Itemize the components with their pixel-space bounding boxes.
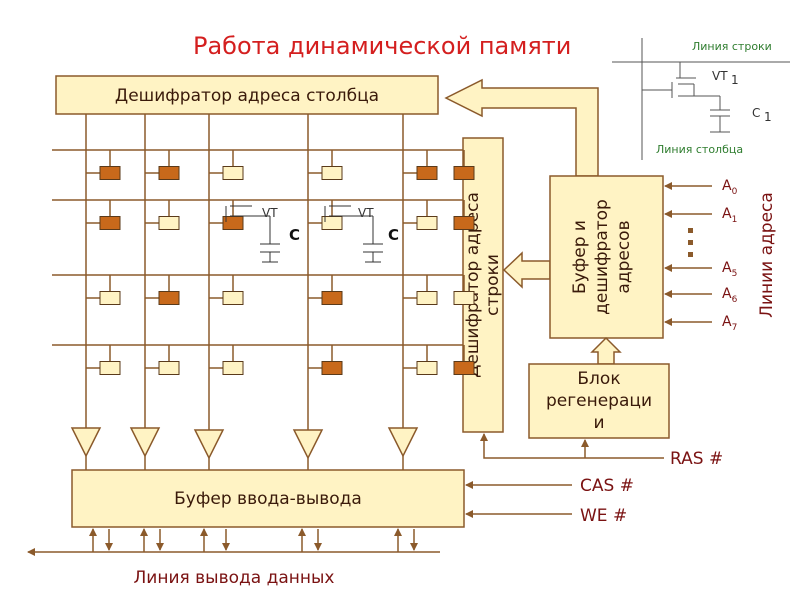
memory-cell-charged [99, 216, 121, 230]
sense-amp-to-io-lines [85, 456, 404, 470]
inset-capacitor-label: C [752, 106, 760, 120]
memory-cell-charged [453, 166, 475, 180]
memory-cell-charged [158, 291, 180, 305]
regeneration-label-line2: регенераци [546, 391, 652, 411]
column-lines [85, 114, 404, 430]
arrow-to-row-decoder [502, 251, 551, 289]
memory-cell-empty [99, 361, 121, 375]
address-lines-title: Линии адреса [757, 192, 777, 318]
address-buffer-label-line2: дешифратор [592, 199, 612, 315]
inset-capacitor-sub: 1 [764, 110, 772, 124]
row-decoder-label-line1: Дешифратор адреса [463, 192, 483, 378]
address-buffer-label-line3: адресов [614, 220, 634, 293]
addr-sub-6: 6 [732, 295, 738, 305]
addr-label-5: A [722, 260, 732, 276]
cas-signal-label: CAS # [580, 476, 634, 496]
memory-cell-empty [416, 361, 438, 375]
memory-cell-empty [453, 291, 475, 305]
memory-cells [86, 150, 475, 375]
io-buffer-block [71, 469, 465, 528]
io-buffer-label: Буфер ввода-вывода [174, 489, 362, 509]
addr-label-1: A [722, 206, 732, 222]
memory-cell-charged [321, 361, 343, 375]
page-title: Работа динамической памяти [193, 32, 571, 60]
memory-cell-empty [158, 361, 180, 375]
sense-amp-5 [387, 427, 419, 458]
arrow-to-column-decoder [444, 78, 599, 177]
column-decoder-block [55, 75, 439, 115]
address-buffer-block [549, 175, 664, 339]
address-buffer-label-line1: Буфер и [570, 220, 590, 294]
row-lines [52, 149, 463, 346]
inset-column-line-label: Линия столбца [656, 143, 743, 156]
memory-cell-charged [158, 166, 180, 180]
memory-cell-empty [222, 291, 244, 305]
address-ellipsis-dots [688, 228, 693, 257]
cell-transistor-label-2: VT [358, 206, 374, 220]
sense-amplifiers [70, 427, 419, 460]
memory-cell-charged [453, 216, 475, 230]
cell-capacitor-label-1: C [289, 226, 300, 244]
control-signal-lines [465, 433, 664, 518]
memory-cell-empty [321, 166, 343, 180]
addr-label-0: A [722, 178, 732, 194]
memory-cell-empty [158, 216, 180, 230]
sense-amp-1 [70, 427, 102, 458]
column-decoder-label: Дешифратор адреса столбца [115, 86, 379, 106]
sense-amp-3 [193, 429, 225, 460]
memory-cell-empty [416, 291, 438, 305]
row-decoder-label-line2: строки [483, 254, 503, 316]
ras-signal-label: RAS # [670, 449, 723, 469]
sense-amp-2 [129, 427, 161, 458]
memory-cell-charged [416, 166, 438, 180]
memory-cell-charged [453, 361, 475, 375]
data-output-line-label: Линия вывода данных [134, 568, 335, 588]
addr-sub-5: 5 [732, 269, 738, 279]
svg-text:A7: A7 [722, 314, 737, 333]
regeneration-label-line1: Блок [577, 369, 620, 389]
addr-sub-0: 0 [732, 187, 738, 197]
svg-text:A1: A1 [722, 206, 737, 225]
sense-amp-4 [292, 429, 324, 460]
we-signal-label: WE # [580, 506, 627, 526]
inset-row-line-label: Линия строки [692, 40, 772, 53]
address-input-arrows [664, 182, 712, 326]
address-labels: A0 A1 A5 A6 A7 [722, 178, 738, 333]
data-output-bus [27, 528, 440, 556]
inset-transistor-sub: 1 [731, 73, 739, 87]
memory-cell-empty [222, 361, 244, 375]
svg-text:A0: A0 [722, 178, 738, 197]
cell-transistor-capacitor-2 [324, 205, 383, 263]
cell-transistor-capacitor-1 [225, 205, 280, 263]
memory-cell-empty [99, 291, 121, 305]
row-decoder-block [462, 137, 504, 433]
cell-capacitor-label-2: C [388, 226, 399, 244]
memory-cell-empty [416, 216, 438, 230]
inset-cell-schematic [612, 38, 790, 160]
addr-label-6: A [722, 286, 732, 302]
arrow-regen-to-buffer [590, 336, 622, 365]
regeneration-block [528, 363, 670, 439]
cell-transistor-label-1: VT [262, 206, 278, 220]
svg-text:A5: A5 [722, 260, 737, 279]
addr-sub-7: 7 [732, 323, 738, 333]
svg-text:A6: A6 [722, 286, 738, 305]
regeneration-label-line3: и [593, 413, 604, 433]
addr-label-7: A [722, 314, 732, 330]
memory-cell-empty [222, 166, 244, 180]
memory-cell-charged [321, 291, 343, 305]
addr-sub-1: 1 [732, 215, 738, 225]
memory-cell-charged [99, 166, 121, 180]
inset-transistor-label: VT [712, 69, 728, 83]
